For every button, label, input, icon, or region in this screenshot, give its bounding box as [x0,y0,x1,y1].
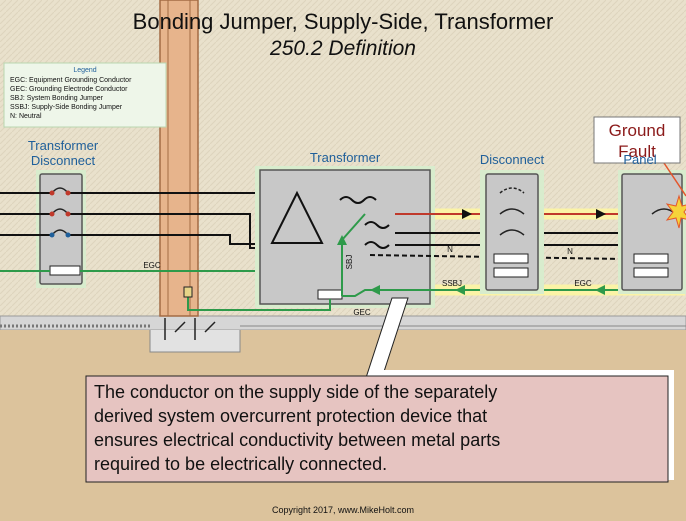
neutral-label-right: N [567,247,573,256]
legend-item: EGC: Equipment Grounding Conductor [10,77,132,84]
legend-box [3,62,167,128]
transformer-disconnect-label-1: Transformer [28,138,99,153]
legend-item: SSBJ: Supply-Side Bonding Jumper [10,104,123,111]
callout-line-2: derived system overcurrent protection de… [94,406,487,426]
gec-label: GEC [353,308,371,317]
legend-heading: Legend [73,67,96,74]
egc-label-left: EGC [143,261,161,270]
floor-slab [0,315,686,331]
transformer-ground-bar [317,289,343,300]
ground-fault-text-1: Ground [609,121,666,140]
legend-item: N: Neutral [10,113,42,120]
page-subtitle: 250.2 Definition [269,37,416,60]
legend-item: SBJ: System Bonding Jumper [10,95,104,102]
page-title: Bonding Jumper, Supply-Side, Transformer [133,9,554,34]
disconnect-neutral-bar [493,253,529,264]
tx-disc-ground-bar [49,265,81,276]
wye-secondary-coil-1 [339,196,377,204]
definition-callout: The conductor on the supply side of the … [85,370,674,483]
panel-label: Panel [623,152,656,167]
disconnect-label: Disconnect [480,152,545,167]
delta-primary-winding [270,190,324,244]
gec-clamp [183,286,193,298]
sbj-label: SBJ [345,255,354,270]
transformer-disconnect-label-2: Disconnect [31,153,96,168]
callout-box [85,375,669,483]
ground-fault-label: Ground Fault [593,116,681,164]
legend: Legend EGC: Equipment Grounding Conducto… [3,62,167,128]
wye-secondary-coil-2 [364,221,390,229]
callout-line-4: required to be electrically connected. [94,454,387,474]
disconnect[interactable] [480,170,544,294]
panel-neutral-bar [633,253,669,264]
callout-line-1: The conductor on the supply side of the … [94,382,497,402]
incoming-terminals [49,190,71,238]
panel-ground-bar [633,267,669,278]
ssbj-label: SSBJ [442,279,462,288]
ground-fault-box [593,116,681,164]
fault-pointer [661,159,686,197]
panel[interactable] [618,170,686,294]
transformer-enclosure [259,169,431,305]
legend-item: GEC: Grounding Electrode Conductor [10,86,128,93]
neutral-label-left: N [447,245,453,254]
transformer-label: Transformer [310,150,381,165]
rebar-ties [164,318,216,340]
gec-wire [187,290,331,311]
transformer-disconnect-box [39,173,83,285]
secondary-arrows [462,209,606,219]
copyright: Copyright 2017, www.MikeHolt.com [272,505,414,515]
steel-column [159,0,199,317]
ground-fault-text-2: Fault [618,142,656,161]
footing [149,330,241,353]
egc-label-right: EGC [574,279,592,288]
fault-spark-icon [665,194,686,229]
callout-line-3: ensures electrical conductivity between … [94,430,500,450]
disconnect-ground-bar [493,267,529,278]
wye-secondary-coil-3 [364,241,390,249]
